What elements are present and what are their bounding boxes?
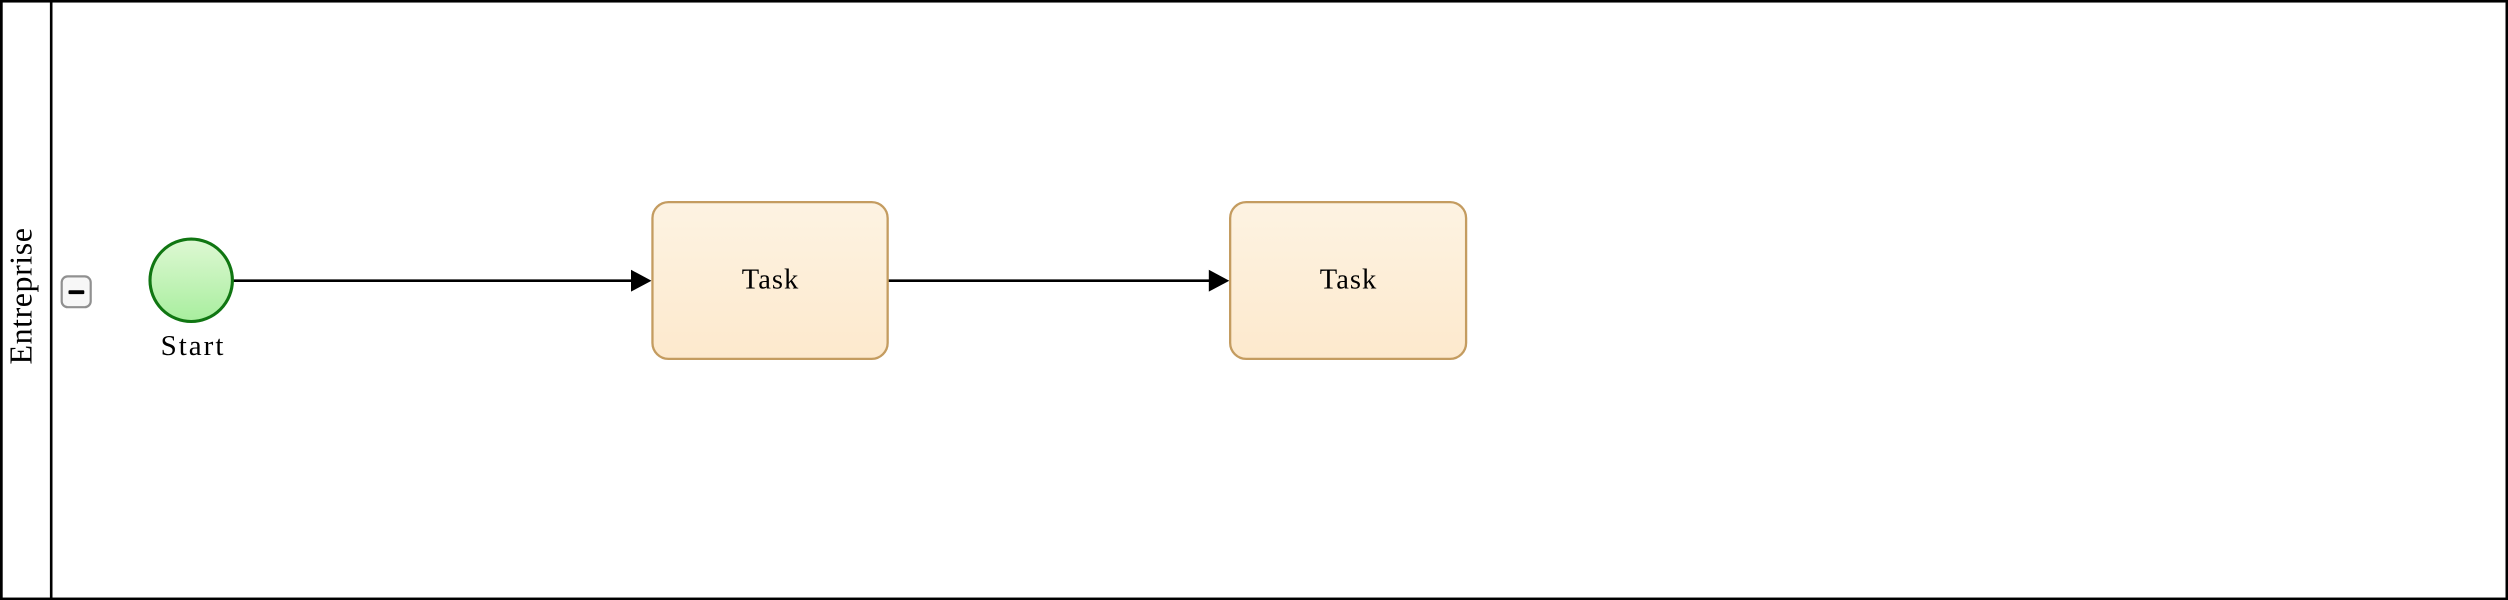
svg-text:Start: Start bbox=[161, 330, 226, 362]
svg-text:Task: Task bbox=[1320, 265, 1377, 296]
svg-text:Entreprise: Entreprise bbox=[3, 228, 39, 365]
svg-text:Task: Task bbox=[742, 265, 799, 296]
